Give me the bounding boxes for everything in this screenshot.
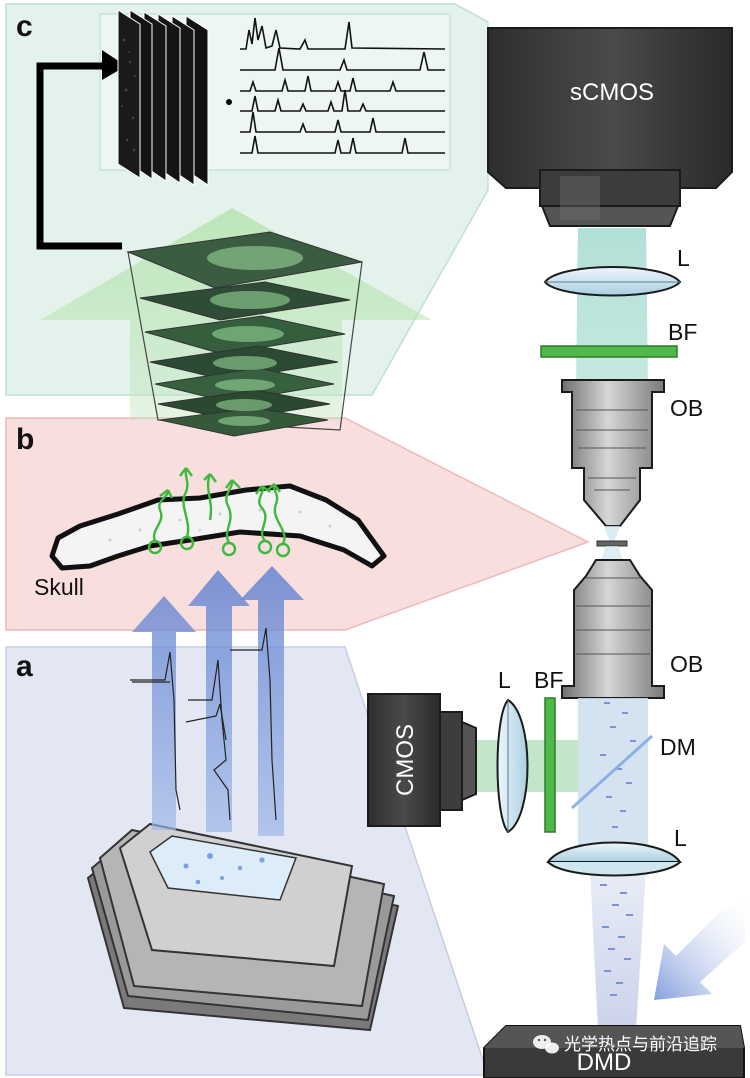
sample-stage-icon xyxy=(86,822,400,1032)
skull-icon xyxy=(49,483,387,571)
pulse-traces xyxy=(130,627,277,821)
emission-beam xyxy=(576,228,648,388)
skull-label: Skull xyxy=(34,574,84,600)
bf-top-label: BF xyxy=(668,319,697,345)
bf-side-label: BF xyxy=(534,667,563,693)
objective-icon-bottom xyxy=(561,559,665,699)
filter-icon-top xyxy=(540,345,678,358)
cmos-camera-icon xyxy=(367,693,477,827)
ob-bottom-label: OB xyxy=(670,651,703,677)
activity-traces xyxy=(240,17,446,154)
wechat-icon xyxy=(533,1035,559,1054)
sample-slide-icon xyxy=(596,526,628,562)
filter-icon-side xyxy=(544,697,556,833)
lens-top-label: L xyxy=(677,245,690,271)
panel-b-letter: b xyxy=(16,423,34,456)
incident-light-arrow xyxy=(654,900,745,1000)
dm-label: DM xyxy=(660,734,696,760)
lens-side-label: L xyxy=(498,667,511,693)
panel-c-letter: c xyxy=(16,10,33,43)
cmos-label: CMOS xyxy=(392,724,419,796)
neurons xyxy=(147,467,291,558)
watermark-text: 光学热点与前沿追踪 xyxy=(564,1035,717,1055)
panel-a-letter: a xyxy=(16,650,33,683)
scmos-camera-icon xyxy=(487,27,733,227)
scmos-label: sCMOS xyxy=(570,79,654,106)
lens-icon-bottom xyxy=(546,841,682,877)
lens-icon-top xyxy=(543,266,682,297)
dmd-label: DMD xyxy=(577,1049,632,1076)
feedback-loop-arrow xyxy=(36,50,126,250)
ob-top-label: OB xyxy=(670,395,703,421)
lens-bottom-label: L xyxy=(674,825,687,851)
excitation-beams xyxy=(132,566,304,836)
volume-stack xyxy=(126,231,363,437)
lens-icon-side xyxy=(496,698,529,834)
image-stack xyxy=(117,9,209,186)
illumination-beam xyxy=(578,698,648,1030)
objective-icon-top xyxy=(561,379,665,527)
multiply-dot xyxy=(226,99,232,105)
dichroic-mirror-icon xyxy=(570,734,654,810)
